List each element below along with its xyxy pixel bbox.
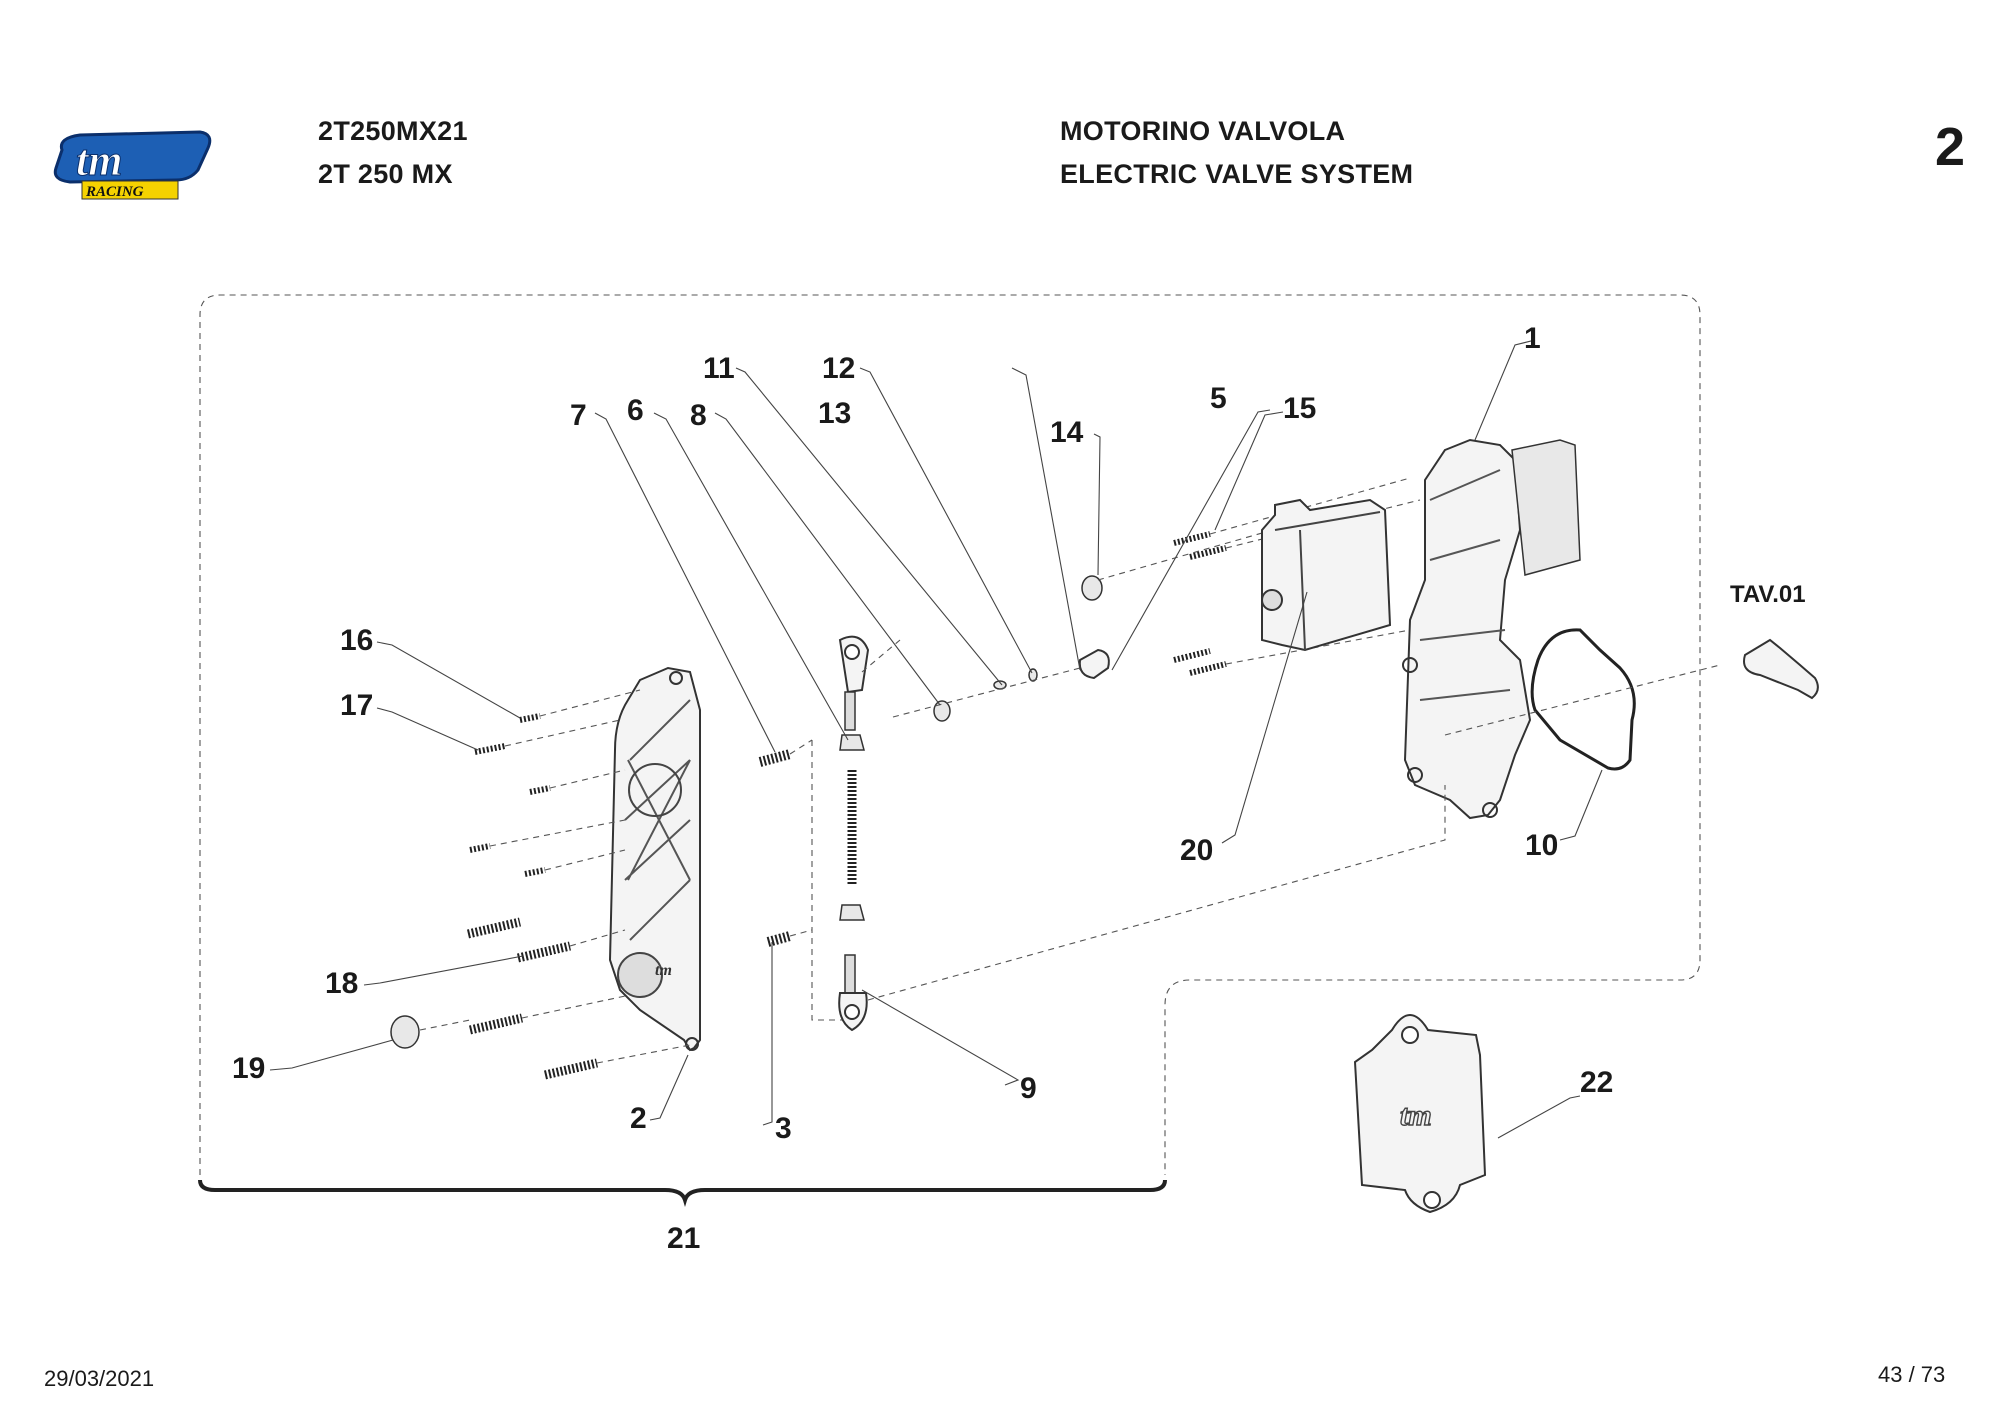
callout-8: 8 bbox=[690, 399, 707, 432]
callout-3: 3 bbox=[775, 1112, 792, 1145]
callout-19: 19 bbox=[232, 1052, 265, 1085]
callout-9: 9 bbox=[1020, 1072, 1037, 1105]
group-21-outline bbox=[199, 294, 1701, 1175]
callout-17: 17 bbox=[340, 689, 373, 722]
callout-11: 11 bbox=[703, 352, 735, 385]
logo-brand: tm bbox=[76, 136, 122, 185]
washer-8 bbox=[933, 700, 951, 722]
callout-1: 1 bbox=[1524, 322, 1541, 355]
callout-10: 10 bbox=[1525, 829, 1558, 862]
group-21-brace bbox=[198, 1179, 1167, 1207]
control-unit-part: tm bbox=[1353, 1014, 1487, 1214]
svg-text:tm: tm bbox=[1400, 1099, 1432, 1132]
callout-21: 21 bbox=[667, 1222, 700, 1255]
callout-7: 7 bbox=[570, 399, 587, 432]
svg-text:tm: tm bbox=[655, 962, 672, 979]
title-english: ELECTRIC VALVE SYSTEM bbox=[1060, 159, 1414, 189]
callout-5: 5 bbox=[1210, 382, 1227, 415]
screw-7 bbox=[758, 749, 792, 767]
logo-sub: RACING bbox=[85, 184, 144, 200]
tm-racing-logo: tm RACING bbox=[53, 130, 212, 200]
callout-12: 12 bbox=[822, 352, 855, 385]
lever-5 bbox=[1078, 648, 1110, 680]
valve-housing-part bbox=[1402, 438, 1581, 820]
side-cover-part: tm bbox=[608, 666, 701, 1052]
callout-13: 13 bbox=[818, 397, 851, 430]
callout-2: 2 bbox=[630, 1102, 647, 1135]
table-number: 2 bbox=[1935, 117, 1966, 177]
callout-18: 18 bbox=[325, 967, 358, 1000]
callout-22: 22 bbox=[1580, 1066, 1613, 1099]
callout-16: 16 bbox=[340, 624, 373, 657]
leader-lines bbox=[269, 339, 1603, 1139]
page-counter: 43 / 73 bbox=[1878, 1362, 1946, 1387]
title-italian: MOTORINO VALVOLA bbox=[1060, 116, 1346, 146]
gasket-10 bbox=[1530, 628, 1636, 771]
callout-6: 6 bbox=[627, 394, 644, 427]
model-name: 2T 250 MX bbox=[318, 159, 453, 189]
callout-20: 20 bbox=[1180, 834, 1213, 867]
washer-14 bbox=[1081, 575, 1103, 601]
valve-rod-assembly bbox=[789, 635, 901, 1032]
servo-motor-part bbox=[1261, 498, 1392, 652]
callout-tav01: TAV.01 bbox=[1730, 581, 1806, 608]
screw-3 bbox=[766, 931, 792, 947]
tav01-bracket bbox=[1743, 638, 1819, 700]
callout-14: 14 bbox=[1050, 416, 1084, 449]
callout-15: 15 bbox=[1283, 392, 1316, 425]
model-code: 2T250MX21 bbox=[318, 116, 468, 146]
cover-screws bbox=[390, 689, 691, 1080]
print-date: 29/03/2021 bbox=[44, 1366, 155, 1391]
